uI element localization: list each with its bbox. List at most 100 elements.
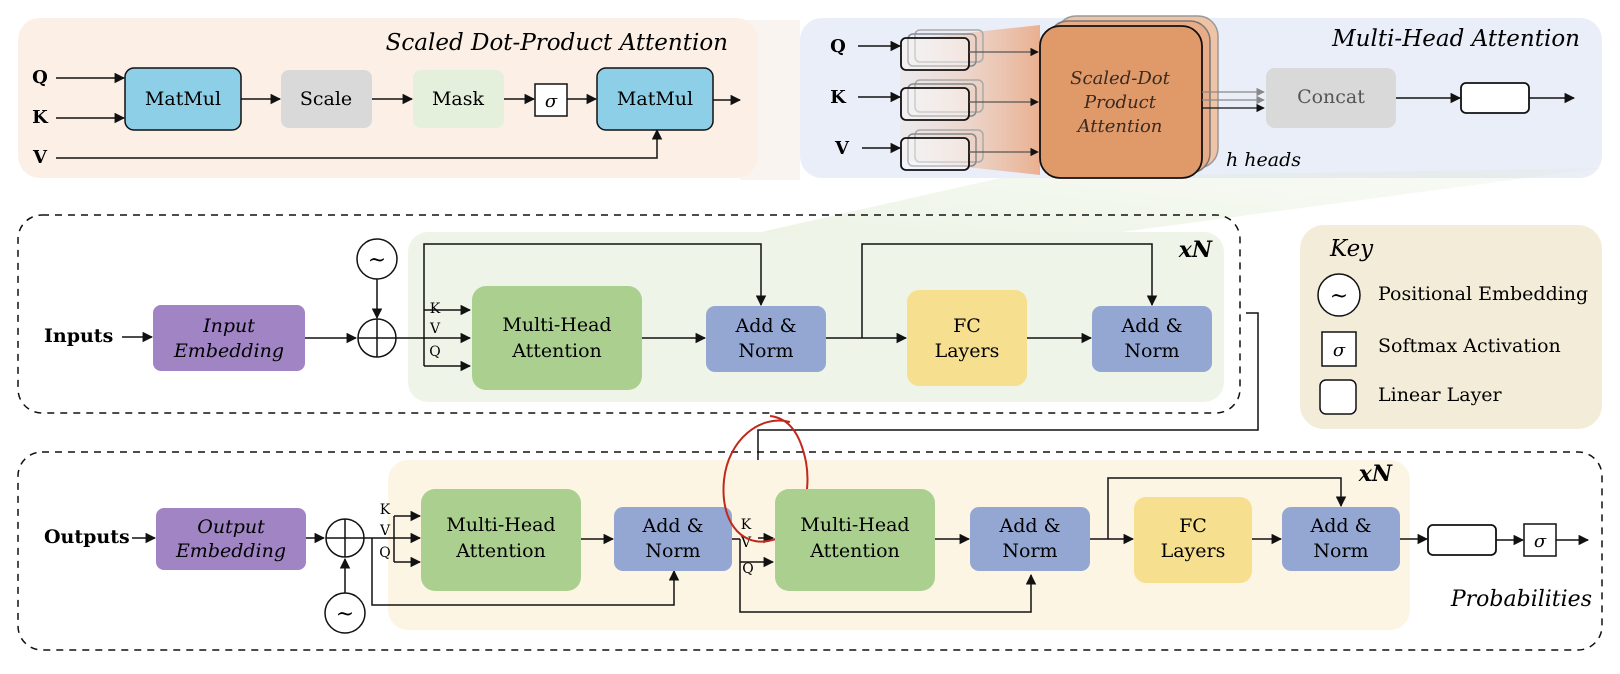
mha-core-label-2: Product	[1083, 92, 1157, 113]
encoder: xN Inputs Input Embedding ~ K V Q Multi-…	[17, 214, 1241, 414]
enc-q-label: Q	[429, 344, 440, 360]
decoder-outputs-label: Outputs	[44, 526, 130, 548]
decoder-addnorm1-block	[614, 507, 732, 571]
mha-v-label: V	[834, 138, 850, 159]
mha-heads-label: h heads	[1226, 149, 1301, 171]
dec-v1-label: V	[379, 523, 391, 539]
decoder-sigma-label: σ	[1534, 531, 1547, 552]
sdpa-matmul2-label: MatMul	[617, 88, 693, 110]
decoder-addnorm1-label-1: Add &	[642, 515, 704, 537]
decoder-repeat-label: xN	[1358, 461, 1393, 487]
mha-core-label-1: Scaled-Dot	[1070, 68, 1170, 89]
encoder-addnorm1-label-2: Norm	[738, 340, 793, 362]
dec-k2-label: K	[741, 517, 752, 533]
key-softmax-label: Softmax Activation	[1378, 335, 1561, 357]
decoder-output-linear	[1427, 524, 1497, 556]
sdpa-scale-label: Scale	[300, 88, 352, 110]
encoder-fc-block	[907, 290, 1027, 386]
red-circle-annotation	[722, 415, 809, 543]
key-pos-symbol: ~	[1330, 284, 1348, 309]
sdpa-mask-block	[413, 70, 504, 128]
enc-v-label: V	[429, 321, 441, 337]
output-embedding-label-1: Output	[197, 516, 265, 538]
encoder-mha-label-1: Multi-Head	[502, 314, 611, 336]
encoder-addnorm2-block	[1092, 306, 1212, 372]
encoder-fc-label-1: FC	[953, 315, 981, 337]
sdpa-background	[18, 18, 758, 178]
key-sigma-symbol: σ	[1333, 340, 1346, 361]
output-embedding-label-2: Embedding	[175, 540, 286, 562]
encoder-addnorm2-label-2: Norm	[1124, 340, 1179, 362]
dec-residual1-arrow	[371, 538, 680, 606]
probabilities-label: Probabilities	[1450, 587, 1592, 612]
decoder-mha1-label-1: Multi-Head	[446, 514, 555, 536]
mha-v-linear-stack	[900, 129, 984, 171]
decoder-softmax-box	[1523, 523, 1557, 557]
decoder-mha1-block	[421, 489, 581, 591]
sdpa-matmul2-block	[596, 67, 714, 131]
decoder-border	[17, 451, 1603, 651]
sdpa-k-label: K	[32, 107, 49, 128]
mha-core-label-3: Attention	[1076, 116, 1163, 137]
mha-concat-label: Concat	[1297, 86, 1365, 108]
key-title: Key	[1329, 236, 1374, 262]
mha-output-linear	[1460, 82, 1530, 114]
decoder-fc-label-1: FC	[1179, 515, 1207, 537]
key-panel: Key ~ Positional Embedding σ Softmax Act…	[1300, 225, 1602, 429]
sdpa-softmax-box	[534, 83, 568, 117]
encoder-addnorm1-block	[706, 306, 826, 372]
key-positional-label: Positional Embedding	[1378, 283, 1588, 305]
key-linear-label: Linear Layer	[1378, 384, 1503, 406]
decoder-mha1-label-2: Attention	[455, 540, 546, 562]
decoder-addnorm1-label-2: Norm	[645, 540, 700, 562]
decoder-addnorm2-label-2: Norm	[1002, 540, 1057, 562]
input-embedding-label-1: Input	[202, 315, 255, 337]
key-positional-icon	[1317, 273, 1361, 317]
dec-residual2-arrow	[739, 562, 1037, 613]
input-embedding-block	[153, 305, 305, 371]
key-linear-icon	[1319, 379, 1357, 415]
decoder-fc-label-2: Layers	[1161, 540, 1226, 562]
key-softmax-icon	[1321, 331, 1357, 367]
encoder-addnorm2-label-1: Add &	[1121, 315, 1183, 337]
dec-q1-label: Q	[379, 545, 390, 561]
decoder-fc-block	[1134, 497, 1252, 583]
mha-concat-block	[1266, 68, 1396, 128]
decoder-addnorm3-label-1: Add &	[1310, 515, 1372, 537]
encoder-addnorm1-label-1: Add &	[735, 315, 797, 337]
enc-residual2-arrow	[861, 243, 1158, 338]
encoder-mha-block	[472, 286, 642, 390]
decoder-mha2-block	[775, 489, 935, 591]
sdpa-v-arrow	[56, 128, 663, 159]
mha-q-linear-stack	[900, 29, 984, 71]
encoder-inputs-label: Inputs	[44, 325, 113, 347]
sdpa-scale-block	[281, 70, 372, 128]
mha-title: Multi-Head Attention	[1331, 26, 1580, 52]
sdpa-title: Scaled Dot-Product Attention	[386, 30, 728, 56]
dec-q2-label: Q	[742, 561, 753, 577]
encoder-border	[17, 214, 1241, 414]
decoder-mha2-label-2: Attention	[809, 540, 900, 562]
sdpa-matmul1-label: MatMul	[145, 88, 221, 110]
mha-k-linear-stack	[900, 79, 984, 121]
decoder-addnorm3-label-2: Norm	[1313, 540, 1368, 562]
decoder-pos-symbol: ~	[336, 602, 354, 627]
decoder-mha2-label-1: Multi-Head	[800, 514, 909, 536]
enc-k-label: K	[430, 301, 441, 317]
key-background	[1300, 225, 1602, 429]
input-embedding-label-2: Embedding	[173, 340, 284, 362]
decoder-addnorm2-block	[970, 507, 1090, 571]
sdpa-v-label: V	[32, 147, 48, 168]
decoder-addnorm3-block	[1282, 507, 1400, 571]
encoder-mha-label-2: Attention	[511, 340, 602, 362]
encoder-fc-label-2: Layers	[935, 340, 1000, 362]
dec-k1-label: K	[380, 502, 391, 518]
mha-core-block	[1039, 25, 1203, 179]
output-embedding-block	[156, 508, 306, 570]
sdpa-q-label: Q	[32, 67, 48, 88]
sdpa-sigma-label: σ	[545, 91, 558, 112]
encoder-pos-symbol: ~	[368, 248, 386, 273]
mha-q-label: Q	[830, 36, 846, 57]
sdpa-mask-label: Mask	[432, 88, 485, 110]
